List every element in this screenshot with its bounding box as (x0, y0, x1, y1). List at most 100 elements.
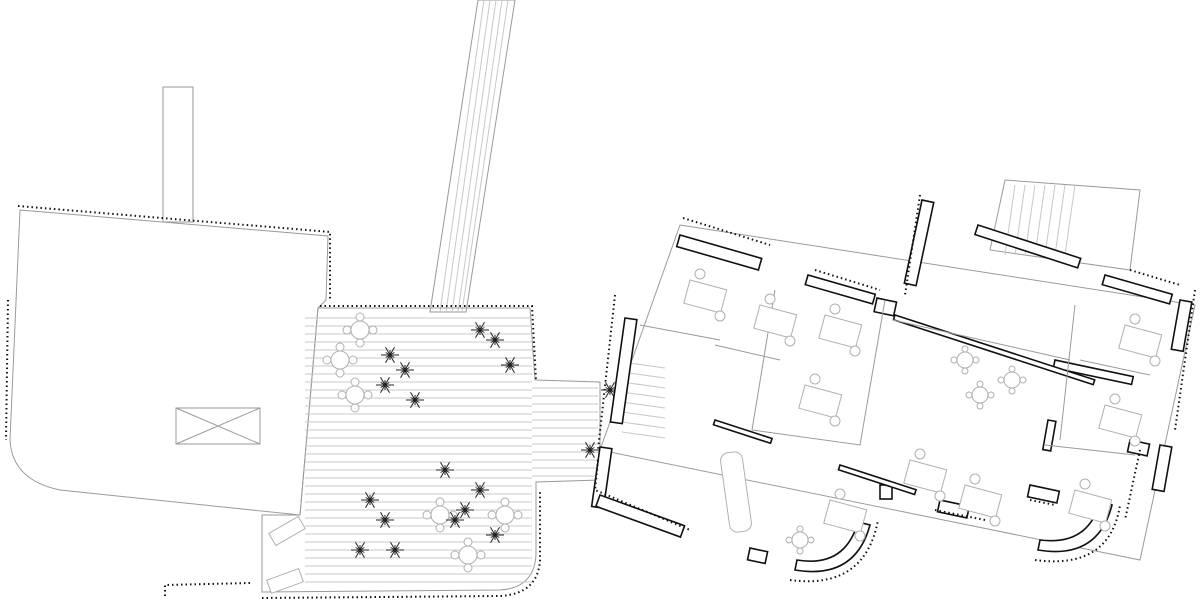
chair (849, 345, 861, 357)
tree-symbol (396, 361, 414, 379)
chair (1008, 387, 1016, 395)
patio-chair (435, 497, 445, 507)
chair (989, 515, 1001, 527)
wall (609, 317, 638, 425)
desk (823, 499, 868, 534)
patio-chair (350, 403, 360, 413)
chair (1079, 478, 1091, 490)
patio-chair (476, 550, 486, 560)
wall (675, 234, 763, 271)
wall (892, 313, 1096, 386)
wall (1041, 419, 1057, 452)
tree-symbol (361, 491, 379, 509)
chair (807, 536, 815, 544)
chair (809, 373, 821, 385)
chair (1008, 365, 1016, 373)
patio-table (495, 505, 515, 525)
tree-symbol (471, 321, 489, 339)
table (1003, 371, 1021, 389)
chair (854, 530, 866, 542)
tree-symbol (486, 331, 504, 349)
patio-chair (435, 523, 445, 533)
tree-symbol (386, 541, 404, 559)
tree-symbol (486, 526, 504, 544)
chair (934, 490, 946, 502)
patio-chair (500, 497, 510, 507)
chair (1149, 355, 1161, 367)
wall (1026, 484, 1061, 504)
chair (969, 473, 981, 485)
patio-chair (337, 390, 347, 400)
chair (1109, 393, 1121, 405)
chair (796, 525, 804, 533)
tree-symbol (381, 346, 399, 364)
chair (1129, 435, 1141, 447)
chair (997, 376, 1005, 384)
patio-table (430, 505, 450, 525)
patio-chair (350, 377, 360, 387)
chair (961, 345, 969, 353)
desk (753, 304, 798, 339)
patio-chair (500, 523, 510, 533)
patio-chair (335, 368, 345, 378)
conference-table (720, 451, 752, 533)
chair (1129, 313, 1141, 325)
wall (1151, 444, 1173, 493)
wall (936, 499, 971, 519)
tower-outline (162, 86, 194, 223)
tree-symbol (351, 541, 369, 559)
patio-chair (450, 550, 460, 560)
sun-lounger (265, 567, 305, 595)
chair (972, 356, 980, 364)
desk (818, 314, 863, 349)
wall (837, 463, 918, 496)
tree-symbol (581, 441, 599, 459)
patio-table (345, 385, 365, 405)
chair (950, 356, 958, 364)
wall (746, 547, 769, 565)
chair (976, 380, 984, 388)
tree-symbol (376, 376, 394, 394)
chair (976, 402, 984, 410)
chair (834, 488, 846, 500)
patio-chair (355, 312, 365, 322)
patio-chair (368, 325, 378, 335)
desk (1098, 404, 1143, 439)
paved-path (429, 0, 516, 313)
wall (973, 223, 1082, 269)
patio (164, 305, 619, 599)
chair (694, 268, 706, 280)
patio-chair (348, 355, 358, 365)
chair (796, 547, 804, 555)
desk (958, 484, 1003, 519)
skylight (175, 407, 261, 445)
chair (785, 536, 793, 544)
patio-chair (363, 390, 373, 400)
tree-symbol (501, 356, 519, 374)
tree-symbol (456, 501, 474, 519)
desk (1068, 489, 1113, 524)
patio-chair (513, 510, 523, 520)
desk (903, 459, 948, 494)
wall (712, 418, 774, 445)
chair (829, 415, 841, 427)
patio-chair (355, 338, 365, 348)
table (956, 351, 974, 369)
chair (1099, 520, 1111, 532)
patio-chair (422, 510, 432, 520)
wall (903, 199, 935, 287)
left-parcel (5, 86, 331, 516)
chair (961, 367, 969, 375)
patio-chair (342, 325, 352, 335)
tree-symbol (471, 481, 489, 499)
chair (714, 310, 726, 322)
office-building (590, 179, 1196, 583)
chair (829, 303, 841, 315)
patio-chair (463, 563, 473, 573)
patio-chair (335, 342, 345, 352)
wall (1052, 359, 1135, 386)
desk (798, 384, 843, 419)
patio-chair (487, 510, 497, 520)
patio-chair (322, 355, 332, 365)
